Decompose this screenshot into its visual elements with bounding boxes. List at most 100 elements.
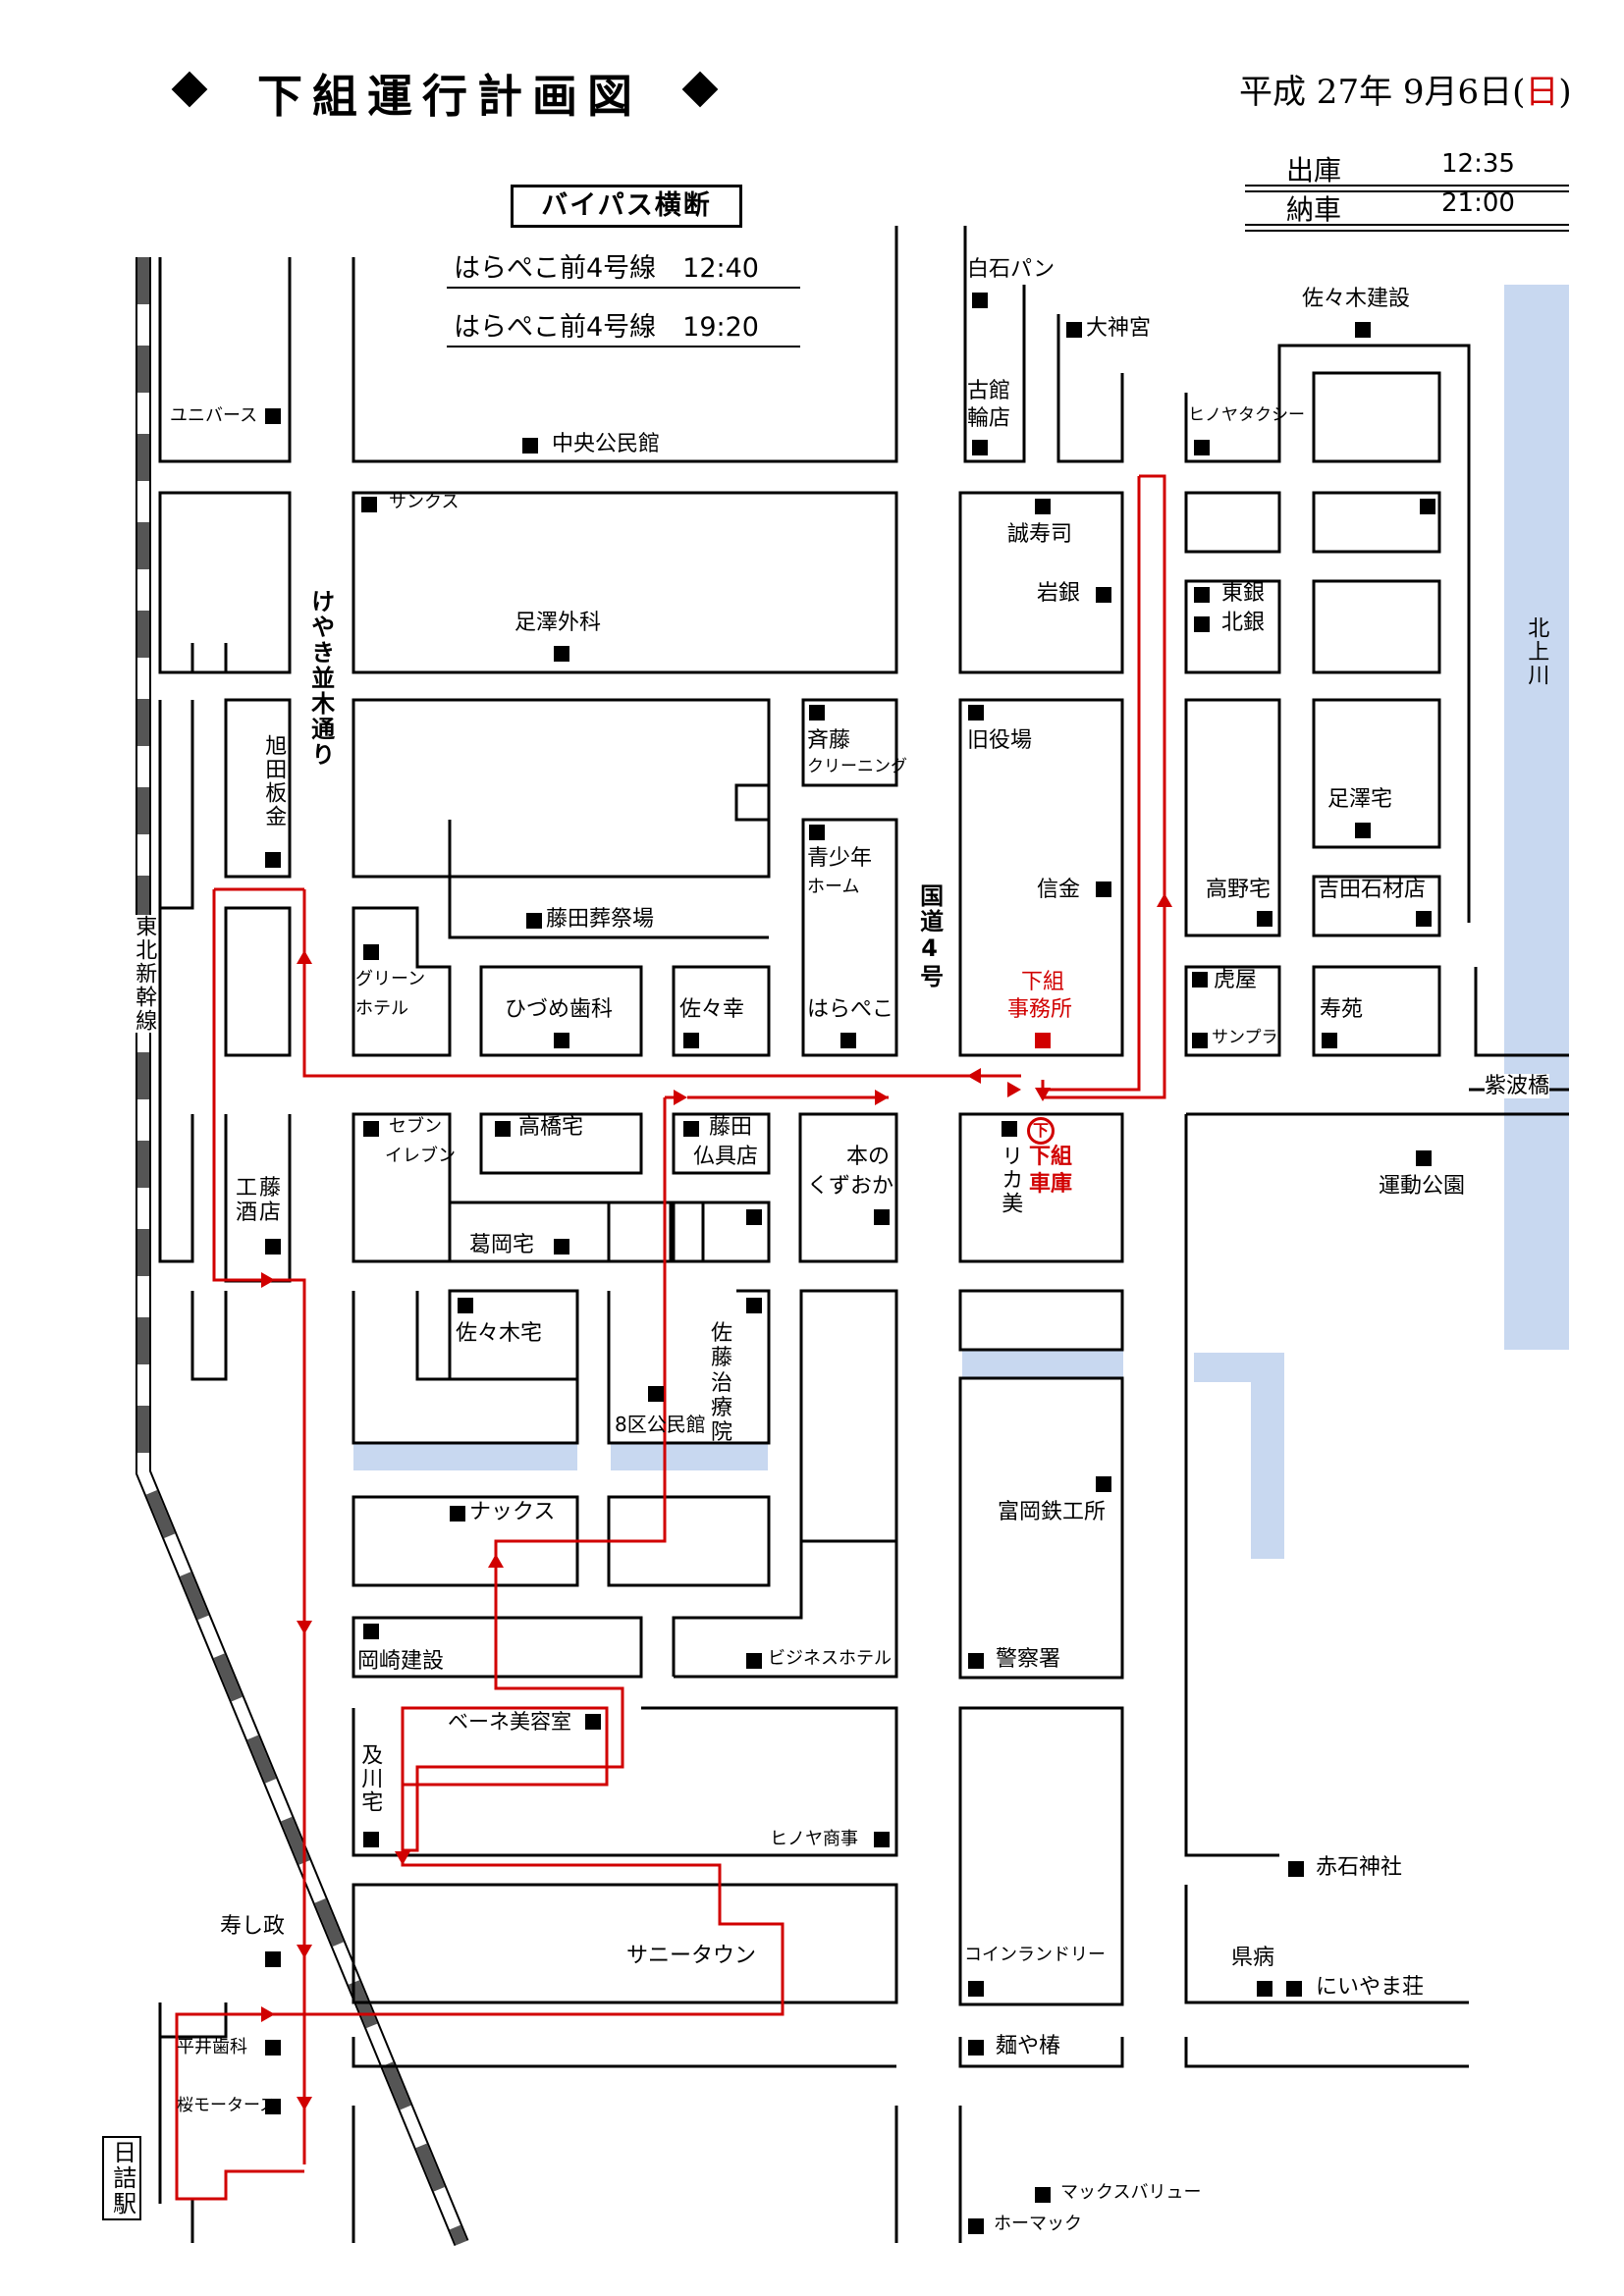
- water-areas: [353, 285, 1569, 1559]
- bypass-time-2: はらぺこ前4号線 19:20: [454, 312, 759, 343]
- kitakami-label: 北上川: [1524, 616, 1549, 687]
- place-business-hotel: ビジネスホテル: [768, 1648, 892, 1669]
- place-fujita-sosaijo: 藤田葬祭場: [546, 907, 655, 932]
- marker: [1194, 440, 1210, 455]
- return-time: 21:00: [1441, 188, 1515, 218]
- place-hinoya-taxi: ヒノヤタクシー: [1188, 405, 1305, 425]
- place-hokugin: 北銀: [1221, 611, 1266, 635]
- place-seven-1: セブン: [389, 1116, 442, 1137]
- place-rikabi: リカ美: [998, 1145, 1023, 1215]
- marker: [1194, 587, 1210, 603]
- ditch-east: [611, 1443, 768, 1470]
- marker: [265, 2099, 281, 2114]
- route-arrowheads: [261, 893, 1172, 2110]
- depart-time: 12:35: [1441, 149, 1515, 179]
- marker: [1288, 1861, 1304, 1877]
- place-shimogumi-garage-1: 下組: [1029, 1145, 1073, 1169]
- place-coin-laundry: コインランドリー: [964, 1945, 1106, 1965]
- place-universe: ユニバース: [170, 405, 258, 426]
- marker: [809, 825, 825, 840]
- place-shimogumi-office-2: 事務所: [1007, 997, 1073, 1022]
- place-hinoya-shoji: ヒノヤ商事: [770, 1829, 858, 1849]
- place-ashizawa-taku: 足澤宅: [1327, 787, 1393, 812]
- place-keisatsusho: 警察署: [996, 1647, 1061, 1672]
- place-kenbyo: 県病: [1231, 1946, 1275, 1970]
- marker: [363, 1121, 379, 1137]
- marker: [809, 705, 825, 721]
- channel-side: [1251, 1353, 1284, 1559]
- place-akaishi-jinja: 赤石神社: [1316, 1855, 1403, 1880]
- marker: [363, 944, 379, 960]
- marker: [1035, 499, 1051, 514]
- hizume-station-label: 日詰駅: [102, 2136, 141, 2220]
- place-green-2: ホテル: [355, 998, 408, 1019]
- place-toraya: 虎屋: [1214, 968, 1258, 992]
- marker: [1192, 1033, 1208, 1048]
- place-togin: 東銀: [1221, 581, 1266, 606]
- place-hirai-shika: 平井歯科: [177, 2037, 247, 2057]
- page-title: 下組運行計画図: [257, 70, 642, 123]
- marker: [683, 1033, 699, 1048]
- place-seishonen-2: ホーム: [807, 877, 860, 897]
- place-shimogumi-garage-2: 車庫: [1029, 1172, 1073, 1197]
- place-bene-biyoshitsu: ベーネ美容室: [448, 1710, 571, 1734]
- marker: [495, 1121, 511, 1137]
- place-sato-chiryoin: 佐藤治療院: [711, 1321, 735, 1446]
- marker: [972, 440, 988, 455]
- place-hachiku-kominkan: 8区公民館: [615, 1413, 706, 1436]
- marker: [265, 1951, 281, 1967]
- marker: [1355, 823, 1371, 838]
- marker: [265, 408, 281, 424]
- marker: [1096, 1476, 1111, 1492]
- marker: [1257, 1981, 1272, 1997]
- marker: [1035, 2187, 1051, 2203]
- bypass-time-1: はらぺこ前4号線 12:40: [454, 253, 759, 284]
- marker: [746, 1653, 762, 1669]
- marker: [363, 1832, 379, 1847]
- marker: [554, 646, 569, 662]
- marker: [1322, 1033, 1337, 1048]
- place-seishonen-1: 青少年: [807, 846, 873, 871]
- marker: [1420, 499, 1435, 514]
- place-niiyamaso: にいやま荘: [1316, 1975, 1425, 2000]
- route-lines: [175, 474, 1166, 2201]
- place-takano-taku: 高野宅: [1206, 878, 1272, 902]
- marker: [554, 1033, 569, 1048]
- place-sunkus: サンクス: [389, 492, 460, 512]
- marker: [1257, 911, 1272, 927]
- return-underline-2: [1245, 230, 1569, 232]
- bypass-underline-2: [447, 346, 800, 347]
- ditch-west: [353, 1443, 577, 1470]
- marker: [746, 1209, 762, 1225]
- marker: [648, 1386, 664, 1402]
- place-daijingu: 大神宮: [1086, 316, 1152, 341]
- place-hizume-shika: ひづめ歯科: [505, 997, 614, 1022]
- blocks: [158, 226, 1569, 2243]
- marker: [874, 1832, 890, 1847]
- place-sasaki-kensetsu: 佐々木建設: [1302, 287, 1411, 311]
- marker: [265, 1239, 281, 1255]
- place-sasako: 佐々幸: [679, 997, 745, 1022]
- shinkansen-label: 東北新幹線: [132, 915, 157, 1033]
- marker: [972, 293, 988, 308]
- marker: [1066, 322, 1082, 338]
- place-asahita-bankin: 旭田板金: [261, 734, 287, 828]
- marker: [968, 1653, 984, 1669]
- marker: [458, 1298, 473, 1313]
- place-jusen: 寿苑: [1320, 997, 1364, 1022]
- place-menya-tsubaki: 麺や椿: [996, 2034, 1061, 2058]
- place-fujita-butsugu-2: 仏具店: [693, 1145, 759, 1169]
- marker: [363, 1624, 379, 1639]
- depart-underline-2: [1245, 190, 1569, 192]
- place-iwagin: 岩銀: [1037, 581, 1081, 606]
- marker: [526, 913, 542, 929]
- place-sunpla: サンプラ: [1212, 1028, 1278, 1047]
- marker: [554, 1239, 569, 1255]
- marker: [1096, 587, 1111, 603]
- place-furudate: 古館: [967, 379, 1011, 403]
- marker: [874, 1209, 890, 1225]
- marker: [968, 2218, 984, 2234]
- marker: [746, 1298, 762, 1313]
- date-suffix: ): [1558, 73, 1572, 112]
- place-kyu-yakuba: 旧役場: [967, 728, 1033, 753]
